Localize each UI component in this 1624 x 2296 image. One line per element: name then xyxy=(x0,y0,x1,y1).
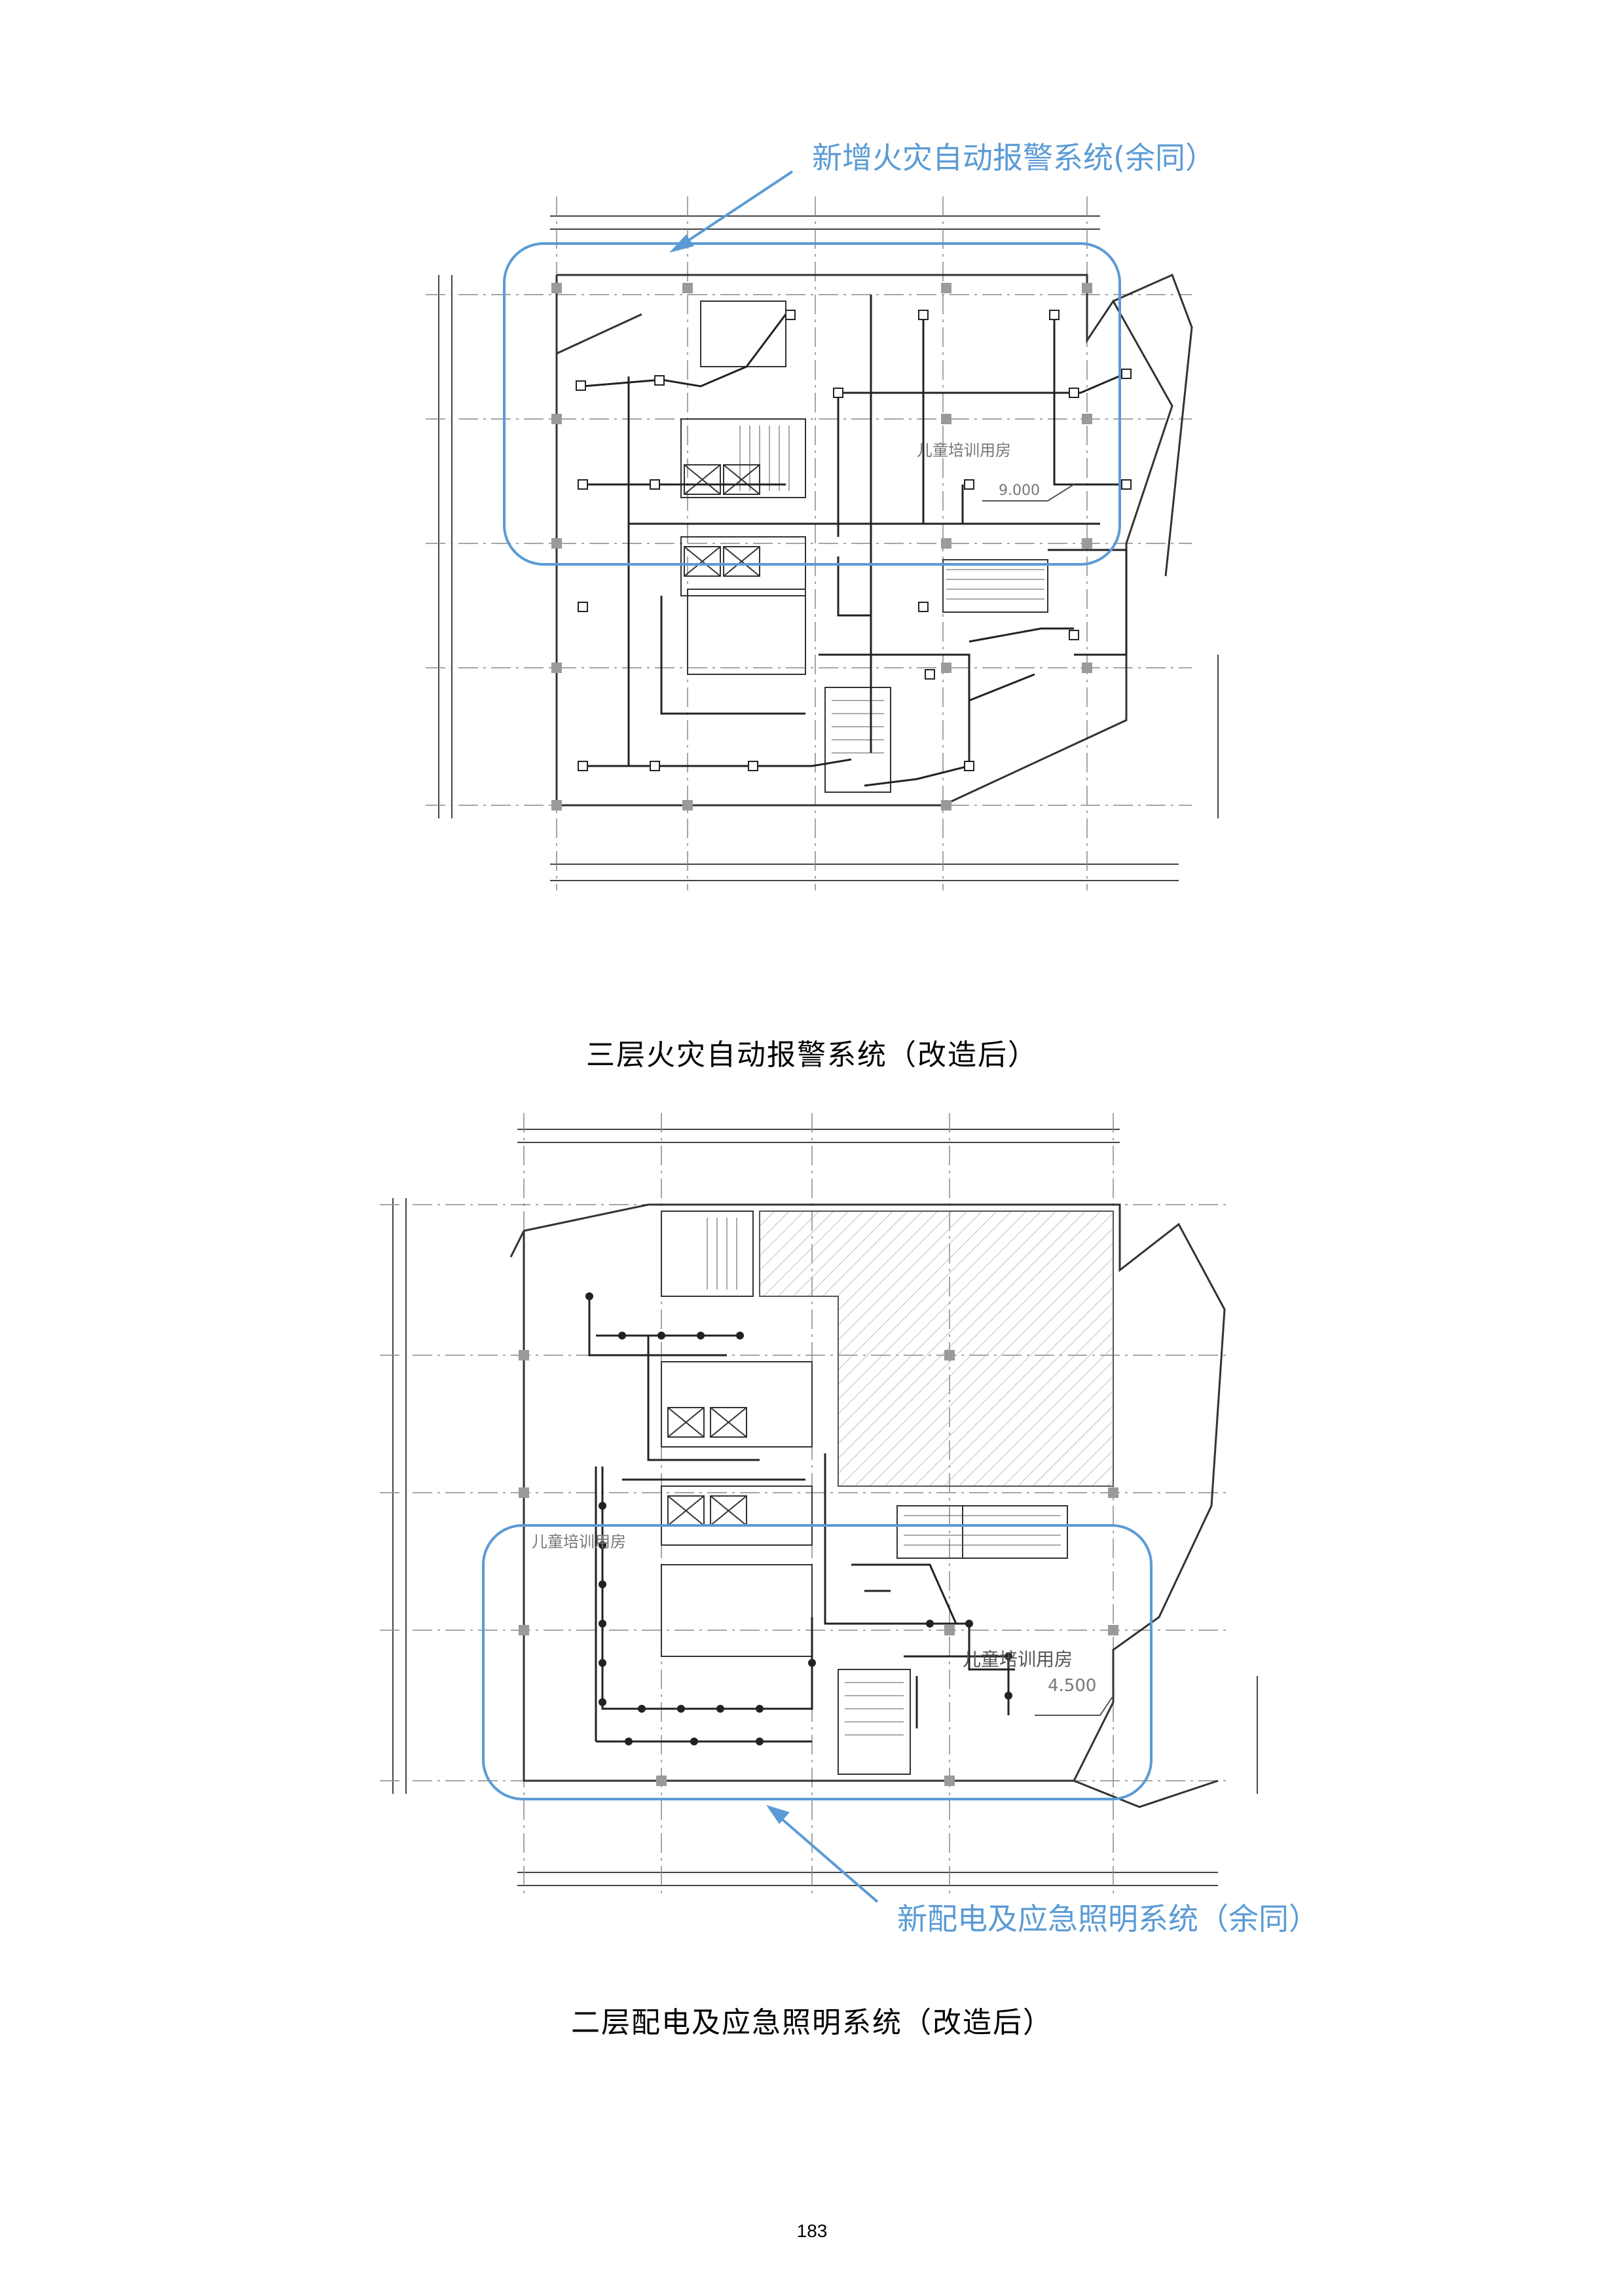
elevation-label: 9.000 xyxy=(999,483,1040,499)
room-label-children-training-right: 儿童培训用房 xyxy=(963,1649,1073,1670)
annotation-new-power-lighting: 新配电及应急照明系统（余同） xyxy=(897,1901,1319,1937)
room-label-children-training: 儿童培训用房 xyxy=(917,441,1011,460)
caption-3f-fire-alarm: 三层火灾自动报警系统（改造后） xyxy=(586,1038,1038,1072)
room-label-children-training-left: 儿童培训用房 xyxy=(532,1533,626,1551)
caption-2f-power-lighting: 二层配电及应急照明系统（改造后） xyxy=(571,2006,1053,2039)
elevation-label-2f: 4.500 xyxy=(1048,1676,1097,1696)
page-number: 183 xyxy=(796,2221,828,2241)
annotation-new-fire-alarm: 新增火灾自动报警系统(余同） xyxy=(812,140,1215,175)
